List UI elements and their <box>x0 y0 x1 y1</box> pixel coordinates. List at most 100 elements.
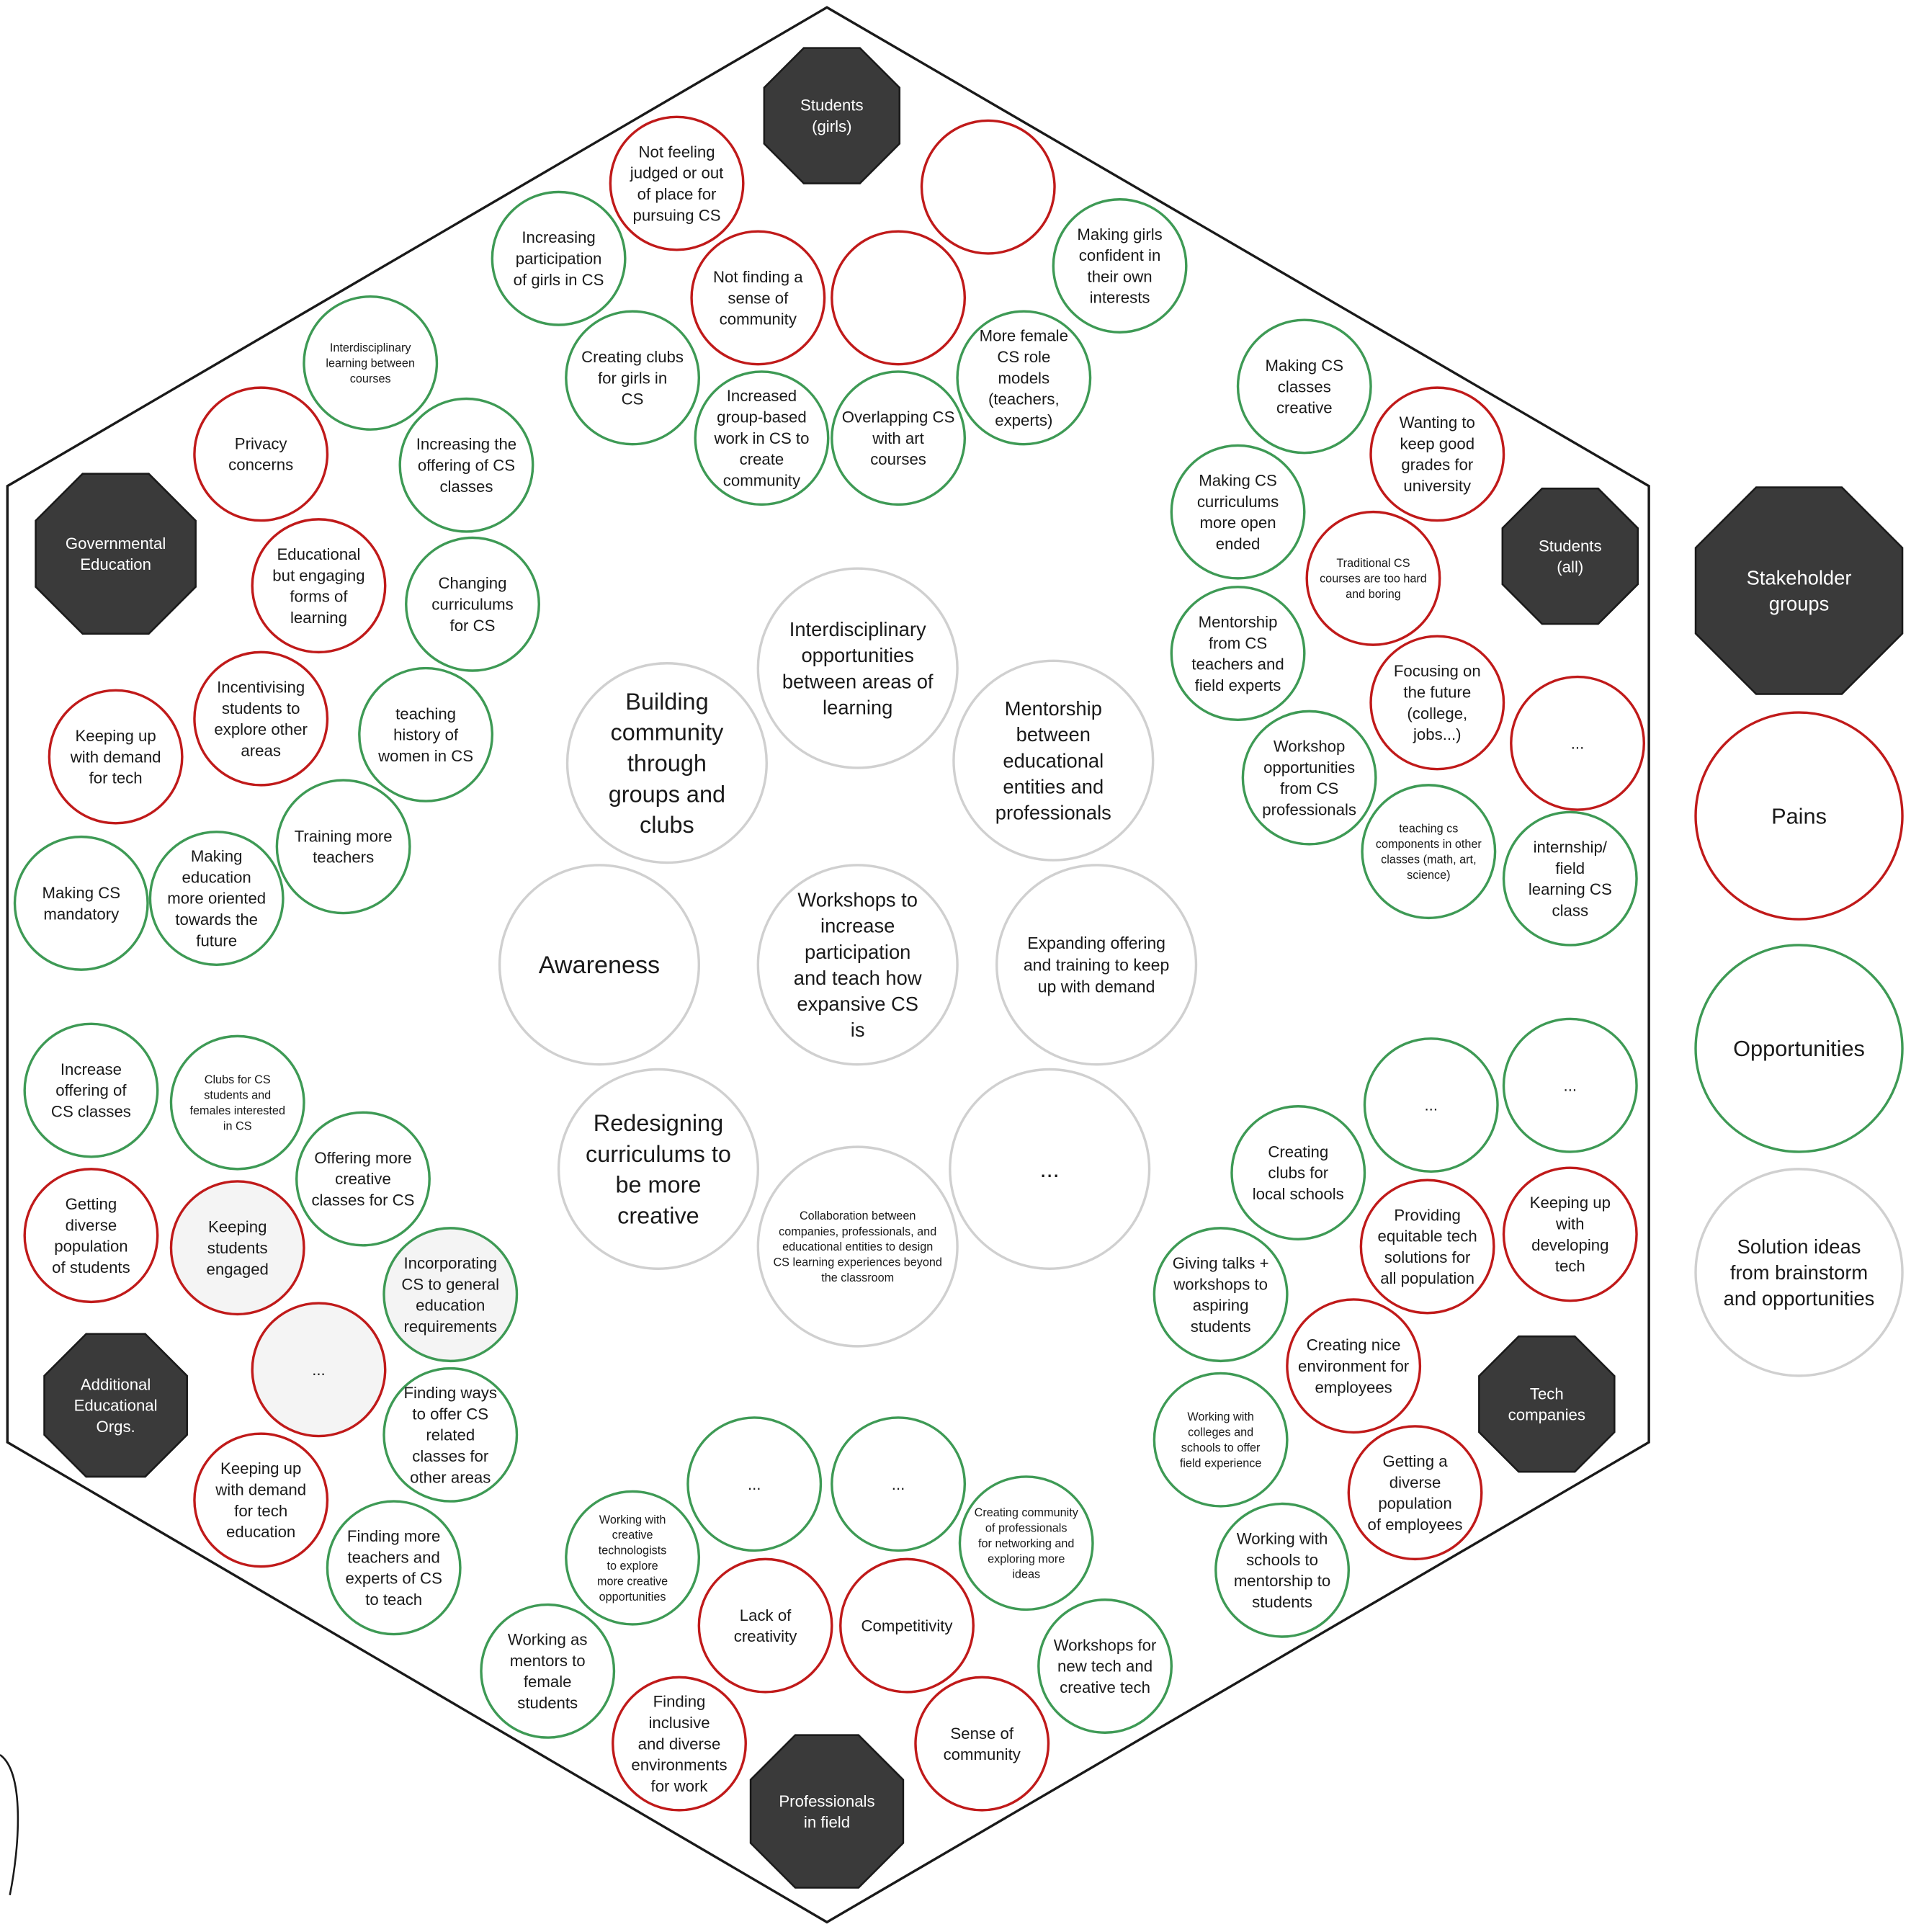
pain-label: ... <box>1571 734 1585 752</box>
opportunity-circle <box>565 310 701 446</box>
opportunity-label: ... <box>892 1475 905 1493</box>
stakeholder-octagon <box>1501 487 1639 625</box>
pain-bubble: ... <box>251 1302 387 1438</box>
solution-circle <box>557 1068 760 1270</box>
pain-circle <box>1286 1298 1422 1434</box>
pain-bubble: Competitivity <box>839 1557 975 1694</box>
pain-label: Competitivity <box>861 1616 954 1634</box>
pain-circle <box>697 1557 833 1694</box>
pain-circle <box>1305 510 1441 646</box>
opportunity-circle <box>169 1034 305 1171</box>
opportunity-bubble: ... <box>1502 1017 1638 1153</box>
pain-label: ... <box>312 1361 326 1379</box>
solution-label: Awareness <box>539 952 660 979</box>
pain-circle <box>23 1168 159 1304</box>
pain-circle <box>1347 1425 1483 1561</box>
opportunity-circle <box>405 536 540 672</box>
pain-circle <box>193 386 329 522</box>
pain-circle <box>1510 675 1645 811</box>
opportunity-circle <box>1502 1017 1638 1153</box>
solution-circle <box>756 1145 959 1348</box>
opportunity-circle <box>956 310 1092 446</box>
solution-circle <box>498 864 701 1066</box>
pain-circle <box>914 1676 1050 1812</box>
solution-circle <box>756 864 959 1066</box>
stakeholder-octagon <box>43 1333 188 1478</box>
opportunity-circle <box>1230 1105 1366 1240</box>
opportunity-circle <box>1170 586 1306 722</box>
opportunity-bubble: ... <box>1363 1037 1499 1173</box>
legend-stakeholder-octagon <box>1694 486 1904 695</box>
opportunity-circle <box>694 370 830 506</box>
opportunity-circle <box>382 1227 519 1363</box>
opportunity-circle <box>1236 318 1372 455</box>
pain-circle <box>1359 1179 1495 1315</box>
pain-circle <box>609 115 745 251</box>
pain-circle <box>251 518 387 654</box>
pain-bubble <box>920 119 1056 255</box>
pain-circle <box>1369 635 1505 771</box>
legend-solutions-circle <box>1694 1168 1904 1377</box>
stakeholder-label: Students(girls) <box>800 97 864 135</box>
solution-ellipsis: ... <box>949 1068 1151 1270</box>
opportunity-circle <box>1153 1372 1289 1508</box>
solution-circle <box>952 659 1155 862</box>
stakeholder-students-girls: Students(girls) <box>763 47 901 184</box>
